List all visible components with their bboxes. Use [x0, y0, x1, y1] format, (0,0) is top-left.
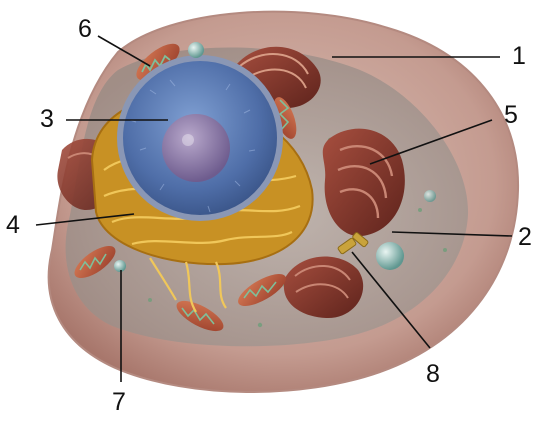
label-2: 2 [518, 223, 532, 251]
label-7: 7 [112, 388, 126, 416]
vesicle [376, 242, 404, 270]
nucleolus-highlight [182, 134, 194, 146]
vesicle-4 [424, 190, 436, 202]
label-8: 8 [426, 360, 440, 388]
label-4: 4 [6, 211, 20, 239]
label-3: 3 [40, 105, 54, 133]
vesicle-2 [188, 42, 204, 58]
label-5: 5 [504, 101, 518, 129]
vesicle-3 [114, 260, 126, 272]
label-6: 6 [78, 15, 92, 43]
nucleolus [162, 114, 230, 182]
label-1: 1 [512, 42, 526, 70]
